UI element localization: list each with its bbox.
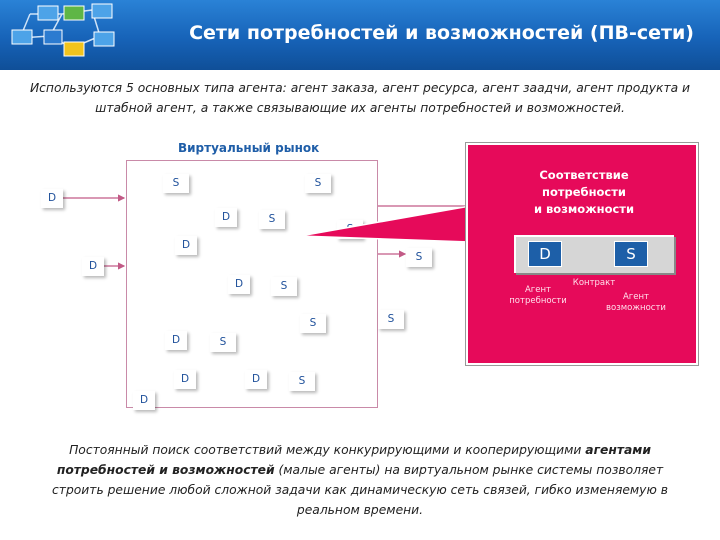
- supply-agent: S: [337, 220, 363, 239]
- demand-agent: D: [82, 257, 104, 276]
- header-bar: Сети потребностей и возможностей (ПВ-сет…: [0, 0, 720, 70]
- page-title: Сети потребностей и возможностей (ПВ-сет…: [189, 22, 694, 44]
- demand-agent: D: [133, 391, 155, 410]
- match-title-line: Соответствие: [539, 168, 629, 182]
- bottom-text-part1: Постоянный поиск соответствий между конк…: [69, 443, 586, 457]
- supply-agent: S: [378, 310, 404, 329]
- supply-agent: S: [163, 174, 189, 193]
- demand-agent: D: [228, 275, 250, 294]
- supply-agent: S: [305, 174, 331, 193]
- network-logo-icon: [11, 3, 115, 57]
- supply-agent: S: [271, 277, 297, 296]
- need-agent-box: D: [528, 241, 562, 267]
- supply-agent: S: [406, 248, 432, 267]
- supply-agent: S: [259, 210, 285, 229]
- need-agent-label: Агент потребности: [509, 285, 567, 306]
- demand-agent: D: [41, 189, 63, 208]
- match-title: Соответствие потребности и возможности: [468, 167, 700, 218]
- virtual-market-label: Виртуальный рынок: [178, 141, 320, 155]
- demand-agent: D: [165, 331, 187, 350]
- demand-agent: D: [175, 236, 197, 255]
- contract-label: Контракт: [572, 278, 616, 288]
- bottom-text-bold: агентами потребностей и возможностей: [56, 443, 651, 477]
- bottom-text-part2: (малые агенты) на виртуальном рынке сист…: [52, 463, 668, 517]
- match-title-line: и возможности: [533, 202, 635, 216]
- virtual-market-box: [126, 160, 378, 408]
- demand-agent: D: [174, 370, 196, 389]
- supply-agent: S: [300, 314, 326, 333]
- match-panel: Соответствие потребности и возможности D…: [466, 143, 698, 365]
- demand-agent: D: [215, 208, 237, 227]
- supply-agent: S: [210, 333, 236, 352]
- bottom-text: Постоянный поиск соответствий между конк…: [30, 440, 690, 520]
- intro-text: Используются 5 основных типа агента: аге…: [29, 81, 691, 115]
- demand-agent: D: [245, 370, 267, 389]
- match-title-line: потребности: [542, 185, 626, 199]
- capability-agent-box: S: [614, 241, 648, 267]
- supply-agent: S: [289, 372, 315, 391]
- capability-agent-label: Агент возможности: [606, 292, 666, 313]
